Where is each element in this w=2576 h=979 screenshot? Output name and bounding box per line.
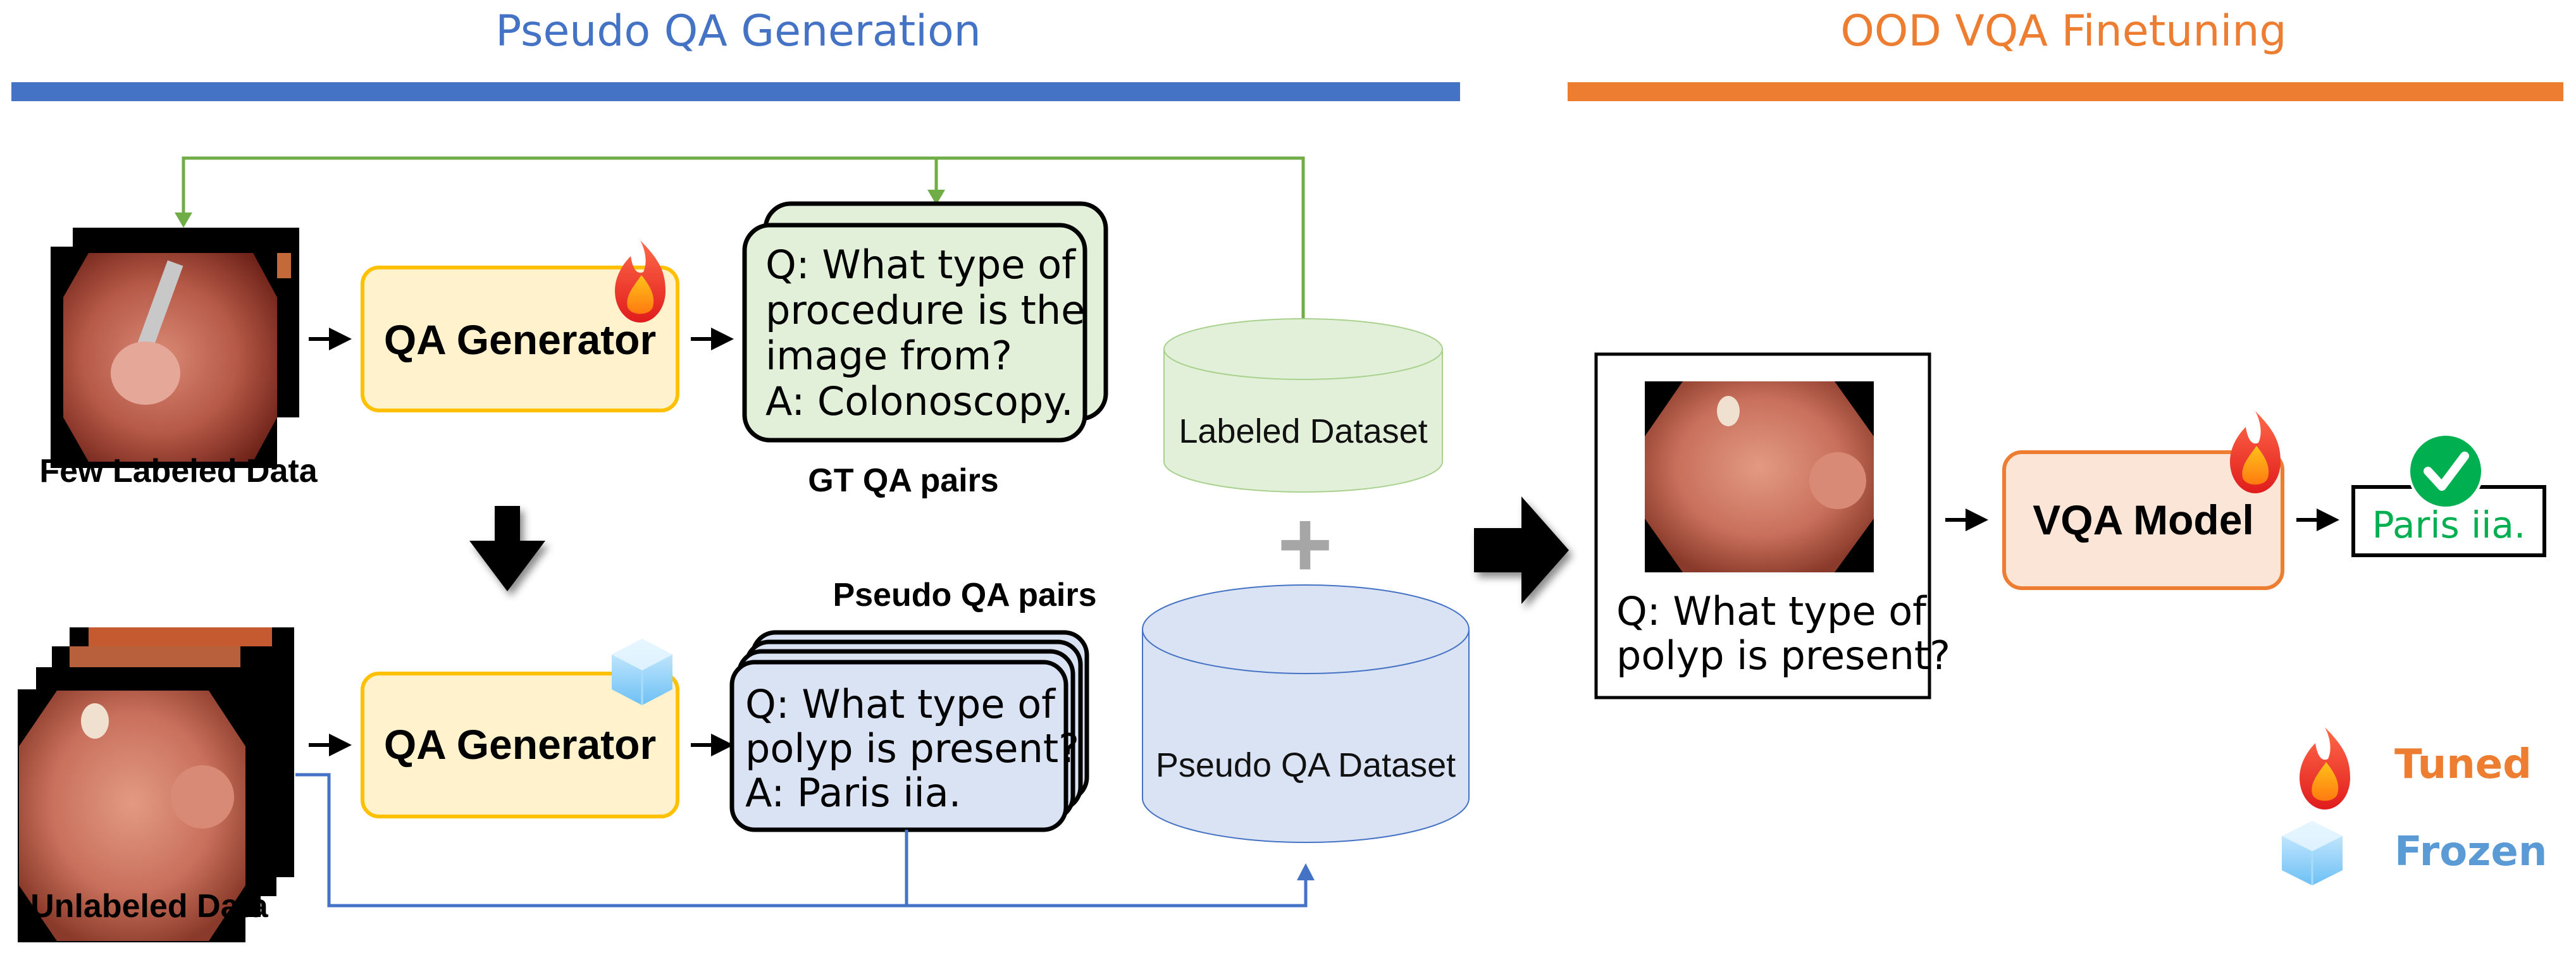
qa-generator-tuned xyxy=(361,266,679,412)
pseudo-qa-dataset-cylinder xyxy=(1142,584,1470,843)
few-labeled-data-images xyxy=(51,228,299,468)
pseudo-dataset-connector xyxy=(295,773,1308,908)
vqa-answer-text: Paris iia. xyxy=(2372,503,2526,546)
labeled-dataset-label: Labeled Dataset xyxy=(1179,412,1427,450)
gt-qa-pairs-caption: GT QA pairs xyxy=(808,462,998,499)
gt-qa-line: A: Colonoscopy. xyxy=(765,378,1074,424)
pseudo-qa-pairs-card-stack xyxy=(729,630,1089,832)
combine-plus-sign: + xyxy=(1277,491,1333,597)
section-bar-right xyxy=(1568,82,2563,101)
unlabeled-data-label: Unlabeled Data xyxy=(30,888,269,925)
gt-qa-line: image from? xyxy=(765,333,1012,379)
gt-qa-line: procedure is the xyxy=(765,287,1085,333)
labeled-feedback-connector xyxy=(182,156,1305,323)
pseudo-qa-text: Q: What type of polyp is present? A: Par… xyxy=(745,681,1092,816)
labeled-dataset-cylinder xyxy=(1163,318,1443,493)
check-icon xyxy=(2408,433,2484,509)
vqa-model-label: VQA Model xyxy=(2033,496,2254,543)
ice-cube-icon xyxy=(612,639,672,705)
arrowhead-to-few-labeled-data xyxy=(175,212,192,228)
legend-tuned-label: Tuned xyxy=(2394,741,2532,788)
vqa-question-line: Q: What type of xyxy=(1616,588,1928,634)
vqa-question-text: Q: What type of polyp is present? xyxy=(1616,588,1950,679)
unlabeled-data-images xyxy=(18,627,294,942)
legend-frozen-label: Frozen xyxy=(2394,828,2547,875)
section-title-pseudo-qa-generation: Pseudo QA Generation xyxy=(495,6,981,56)
ice-cube-icon xyxy=(2282,821,2343,885)
gt-qa-pairs-card-stack xyxy=(742,201,1108,443)
fire-icon xyxy=(615,240,666,323)
section-title-ood-vqa-finetuning: OOD VQA Finetuning xyxy=(1840,6,2286,56)
legend: Tuned Frozen xyxy=(2282,727,2547,885)
section-bar-left xyxy=(11,82,1460,101)
gt-qa-text: Q: What type of procedure is the image f… xyxy=(765,242,1098,424)
qa-generator-tuned-label: QA Generator xyxy=(384,316,656,363)
fire-icon xyxy=(2300,727,2350,810)
fire-icon xyxy=(2230,411,2281,493)
qa-generator-frozen xyxy=(361,672,679,818)
vqa-input-image xyxy=(1645,381,1874,572)
few-labeled-data-label: Few Labeled Data xyxy=(39,453,318,490)
arrowhead-to-gt-qa-pairs xyxy=(927,190,945,205)
arrowhead-to-pseudo-dataset xyxy=(1297,863,1315,880)
pseudo-qa-line: polyp is present? xyxy=(745,725,1079,772)
big-right-arrow xyxy=(1474,496,1569,604)
pseudo-qa-dataset-label: Pseudo QA Dataset xyxy=(1156,746,1456,784)
big-down-arrow xyxy=(469,506,545,591)
vqa-question-line: polyp is present? xyxy=(1616,632,1950,679)
pseudo-qa-line: Q: What type of xyxy=(745,681,1056,727)
vqa-model-box xyxy=(2002,450,2284,590)
gt-qa-line: Q: What type of xyxy=(765,242,1077,288)
qa-generator-frozen-label: QA Generator xyxy=(384,721,656,768)
pseudo-qa-line: A: Paris iia. xyxy=(745,770,961,816)
pseudo-qa-pairs-caption: Pseudo QA pairs xyxy=(833,577,1096,613)
